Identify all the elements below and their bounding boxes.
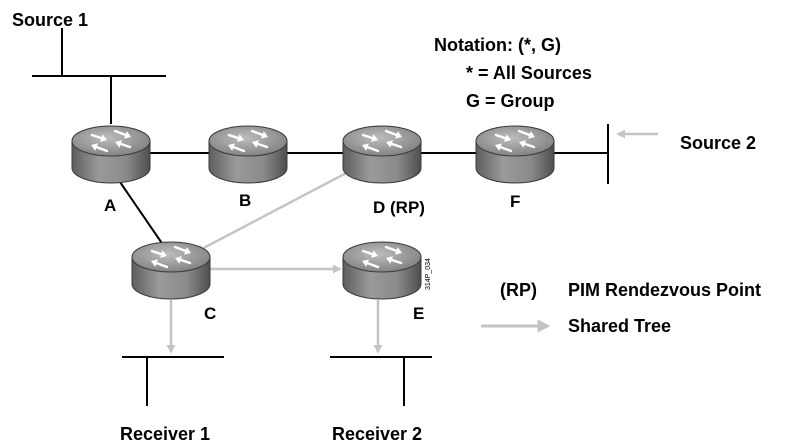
receiver2-lan: [330, 356, 432, 406]
router-f-label: F: [510, 192, 520, 211]
receiver1-label: Receiver 1: [120, 424, 210, 442]
notation-title: Notation: (*, G): [434, 35, 561, 55]
router-c-icon: [131, 241, 211, 300]
shared-tree-arrows: [166, 129, 658, 354]
router-f-icon: [475, 125, 555, 184]
source1-label: Source 1: [12, 10, 88, 30]
router-d-icon: [342, 125, 422, 184]
notation-group: G = Group: [466, 91, 555, 111]
router-e-icon: [342, 241, 422, 300]
figure-id: 314P_034: [425, 258, 432, 290]
router-a-label: A: [104, 196, 116, 215]
router-b-label: B: [239, 191, 251, 210]
receiver2-label: Receiver 2: [332, 424, 422, 442]
notation-all-sources: * = All Sources: [466, 63, 592, 83]
legend-shared-tree-text: Shared Tree: [568, 316, 671, 336]
source1-lan: [32, 28, 166, 124]
legend-rp-abbrev: (RP): [500, 280, 537, 300]
legend-rp-text: PIM Rendezvous Point: [568, 280, 761, 300]
router-d-label: D (RP): [373, 198, 425, 217]
receiver1-lan: [122, 356, 224, 406]
router-a-icon: [71, 125, 151, 184]
router-b-icon: [208, 125, 288, 184]
source2-label: Source 2: [680, 133, 756, 153]
router-c-label: C: [204, 304, 216, 323]
router-e-label: E: [413, 304, 424, 323]
tree-arrow-d-to-c: [194, 168, 353, 254]
